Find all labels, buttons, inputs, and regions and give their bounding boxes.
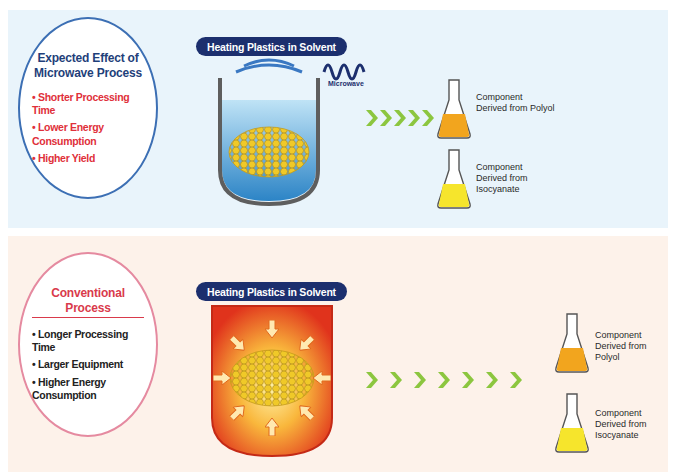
bullet-text: • Larger Equipment	[32, 358, 144, 371]
bullet-text: • Lower Energy Consumption	[32, 121, 144, 147]
flask-label: Component Derived from Isocyanate	[595, 408, 667, 440]
heading-text: Heating Plastics in Solvent	[207, 41, 336, 53]
flask-label: Component Derived from Polyol	[476, 92, 556, 114]
bullet-text: • Higher Energy Consumption	[32, 376, 144, 402]
flask-label: Component Derived from Isocyanate	[476, 162, 556, 194]
summary-oval: Expected Effect of Microwave Process • Sh…	[18, 17, 158, 199]
step-pill: Heating Plastics in Solvent	[196, 282, 347, 301]
flask-label: Component Derived from Polyol	[595, 330, 667, 362]
heading-text: Expected Effect of Microwave Process	[32, 51, 144, 81]
logo-text: Microwave	[328, 80, 374, 88]
summary-oval: Conventional Process • Longer Processing …	[18, 252, 158, 437]
bullet-text: • Longer Processing Time	[32, 328, 144, 354]
bullet-text: • Higher Yield	[32, 152, 144, 165]
step-pill: Heating Plastics in Solvent	[196, 37, 347, 56]
heading-text: Heating Plastics in Solvent	[207, 286, 336, 298]
heading-text: Conventional Process	[32, 286, 144, 318]
bullet-text: • Shorter Processing Time	[32, 91, 144, 117]
